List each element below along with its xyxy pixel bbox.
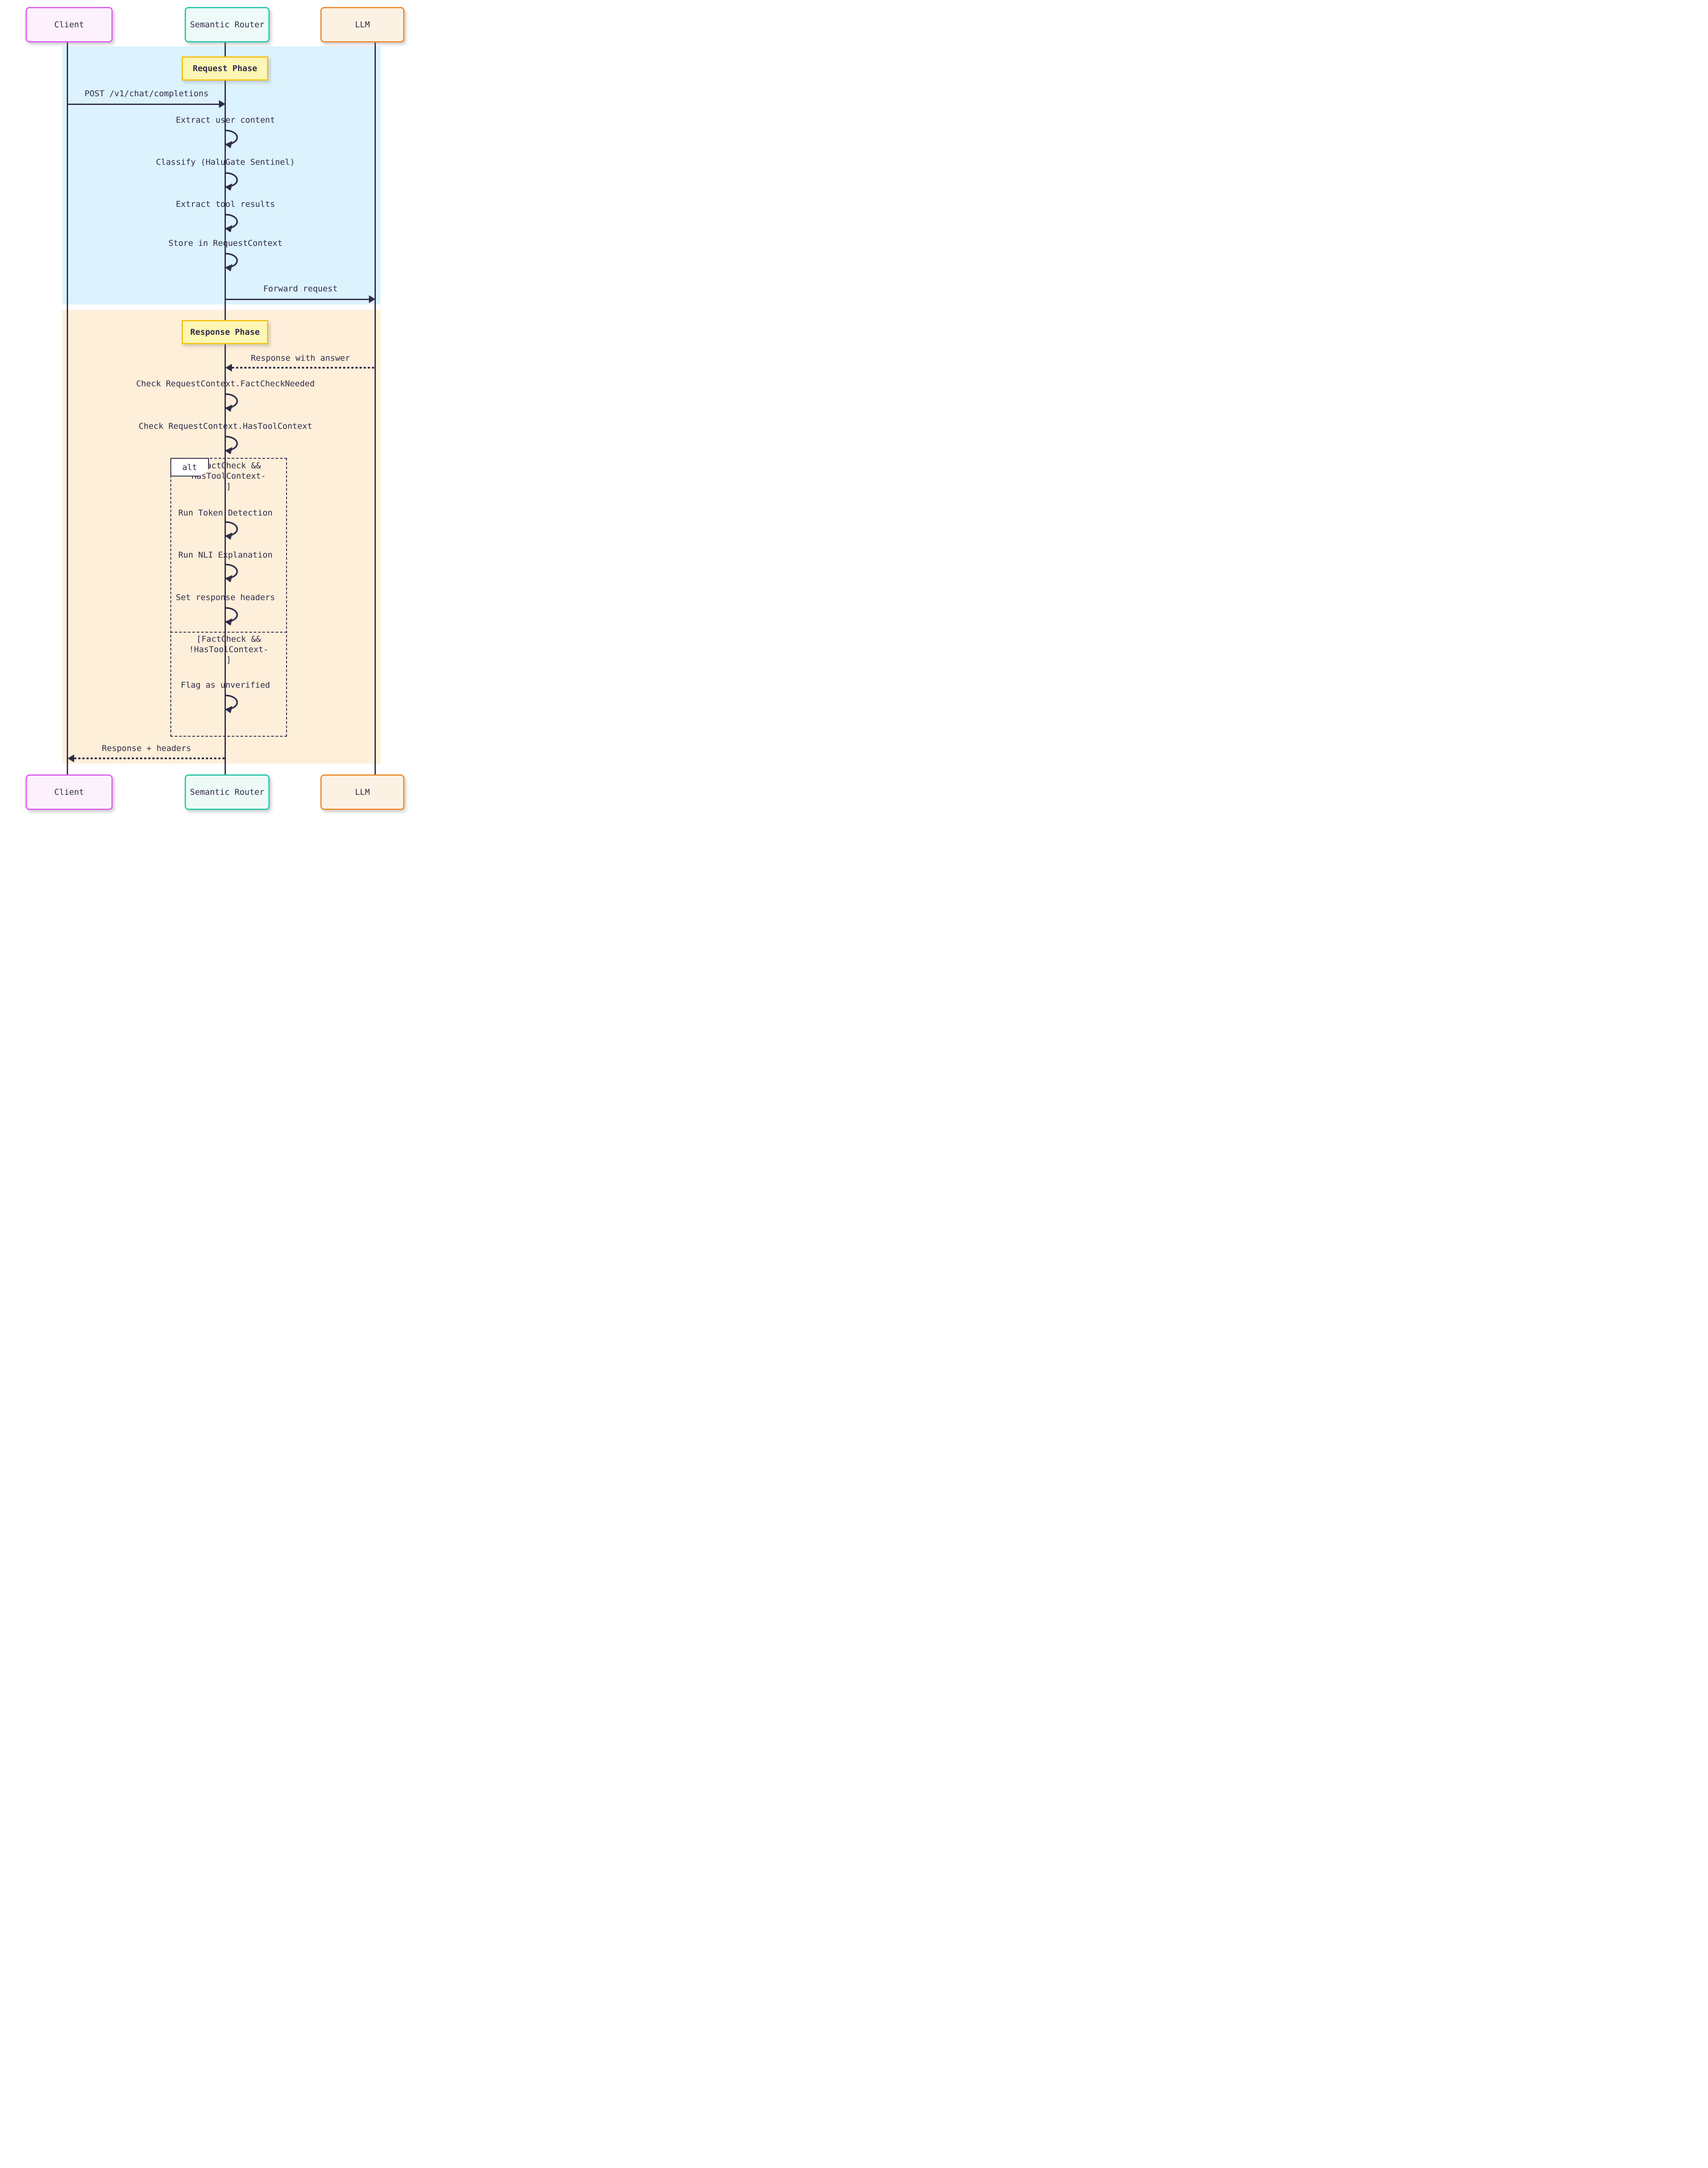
alt-label-text: alt bbox=[182, 462, 197, 472]
request-phase-title: Request Phase bbox=[182, 56, 268, 81]
participant-client-top: Client bbox=[26, 7, 113, 42]
self-loop-arrow bbox=[225, 521, 238, 540]
alt-label: alt bbox=[170, 458, 209, 477]
participant-router-label: Semantic Router bbox=[190, 787, 264, 797]
alt-condition-2-line-3: ] bbox=[226, 655, 231, 665]
alt-condition-1-line-3: ] bbox=[226, 482, 231, 491]
arrow-response-headers-line bbox=[74, 757, 225, 759]
self-loop-arrow bbox=[225, 393, 238, 412]
lifeline-client bbox=[67, 40, 68, 774]
lifeline-semantic-router bbox=[225, 40, 226, 774]
response-phase-band bbox=[62, 310, 381, 764]
message-forward-label: Forward request bbox=[263, 284, 338, 294]
arrow-post-line bbox=[68, 104, 220, 105]
message-response-answer-label: Response with answer bbox=[251, 353, 350, 363]
sequence-diagram: alt [FactCheck && HasToolContext- ] [Fac… bbox=[0, 0, 427, 832]
arrow-response-answer-head-icon bbox=[225, 364, 232, 372]
participant-llm-label: LLM bbox=[355, 787, 370, 797]
self-loop-arrow bbox=[225, 253, 238, 271]
message-post-label: POST /v1/chat/completions bbox=[85, 89, 209, 98]
participant-client-label: Client bbox=[54, 20, 84, 29]
alt-block bbox=[170, 458, 287, 737]
alt-condition-1-line-1: [FactCheck && bbox=[196, 461, 261, 470]
self-loop-arrow bbox=[225, 214, 238, 232]
participant-llm-label: LLM bbox=[355, 20, 370, 29]
self-loop-arrow bbox=[225, 130, 238, 148]
participant-llm-top: LLM bbox=[320, 7, 404, 42]
participant-client-label: Client bbox=[54, 787, 84, 797]
response-phase-title: Response Phase bbox=[182, 320, 268, 344]
arrow-forward-line bbox=[225, 299, 369, 300]
participant-router-label: Semantic Router bbox=[190, 20, 264, 29]
response-phase-label: Response Phase bbox=[190, 327, 260, 337]
participant-router-bottom: Semantic Router bbox=[185, 774, 270, 810]
participant-llm-bottom: LLM bbox=[320, 774, 404, 810]
alt-condition-2-line-2: !HasToolContext- bbox=[189, 645, 269, 654]
alt-else-divider bbox=[170, 632, 287, 633]
self-loop-arrow bbox=[225, 436, 238, 454]
arrow-forward-head-icon bbox=[369, 295, 375, 303]
self-loop-arrow bbox=[225, 564, 238, 582]
self-loop-arrow bbox=[225, 695, 238, 713]
message-response-headers-label: Response + headers bbox=[102, 744, 191, 753]
alt-condition-2-line-1: [FactCheck && bbox=[196, 634, 261, 644]
lifeline-llm bbox=[375, 40, 376, 774]
self-loop-arrow bbox=[225, 172, 238, 191]
arrow-response-headers-head-icon bbox=[68, 754, 74, 762]
participant-router-top: Semantic Router bbox=[185, 7, 270, 42]
request-phase-label: Request Phase bbox=[192, 64, 258, 73]
participant-client-bottom: Client bbox=[26, 774, 113, 810]
arrow-response-answer-line bbox=[232, 367, 375, 369]
alt-condition-1-line-2: HasToolContext- bbox=[191, 471, 266, 481]
self-loop-arrow bbox=[225, 607, 238, 626]
arrow-post-head-icon bbox=[219, 100, 225, 108]
request-phase-band bbox=[62, 46, 381, 304]
